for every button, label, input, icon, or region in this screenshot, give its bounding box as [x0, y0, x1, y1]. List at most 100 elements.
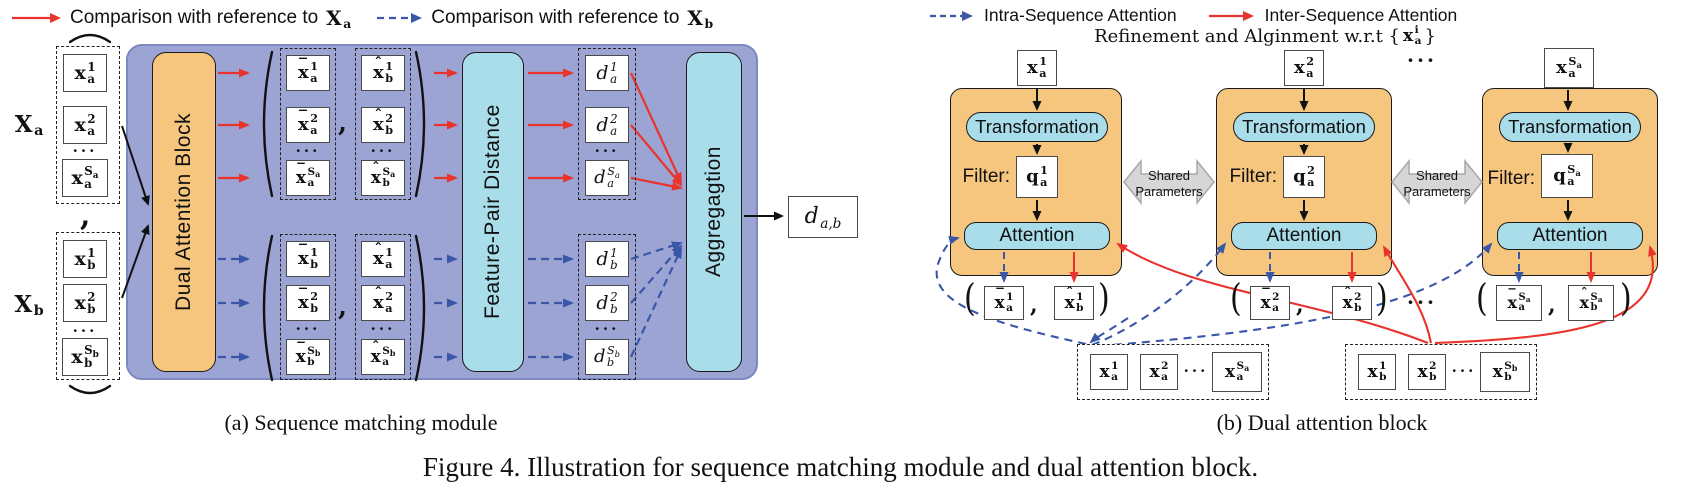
pair-output-arrows [999, 252, 1596, 283]
line2: Parameters [1403, 184, 1471, 200]
input-a-ellipsis: ··· [72, 141, 98, 160]
block2-filter-label: Filter: [1203, 166, 1278, 188]
block1-filter-label: Filter: [936, 166, 1011, 188]
distance-a-ellipsis: ··· [594, 142, 620, 160]
subtitle-suffix: } [1424, 25, 1436, 47]
line1: Shared [1148, 168, 1190, 183]
label: Attention [1266, 225, 1342, 246]
feature-pair-distance-label: Feature-Pair Distance [481, 104, 504, 320]
block3-transformation: Transformation [1499, 112, 1641, 142]
set-b-ellipsis: ··· [1451, 362, 1477, 380]
blue-dashed-arrow-icon [377, 12, 423, 23]
intra-sequence-curves [935, 235, 1493, 348]
pair-bottom-open-paren-icon [262, 234, 274, 382]
input-arrows [121, 125, 784, 299]
label: Transformation [1242, 116, 1366, 137]
pair3-close-paren: ) [1620, 276, 1632, 321]
distance-b-ellipsis: ··· [594, 320, 620, 338]
pair-bottom-close-paren-icon [414, 234, 426, 382]
comparison-b-arrows [218, 241, 683, 362]
red-arrow-icon [12, 12, 61, 23]
dual-attention-block: Dual Attention Block [152, 52, 216, 372]
label: Attention [999, 225, 1075, 246]
pair2-comma: , [1296, 292, 1304, 318]
pairs-ellipsis: ··· [1407, 290, 1437, 314]
block1-attention: Attention [964, 222, 1110, 250]
legend-a-blue-text: Comparison with reference to [431, 6, 680, 28]
label: Attention [1532, 225, 1608, 246]
legend-b-intra-text: Intra-Sequence Attention [984, 5, 1177, 25]
block2-attention: Attention [1231, 222, 1377, 250]
pair-top-left-ellipsis: ··· [295, 142, 321, 160]
pair2-open-paren: ( [1230, 276, 1242, 321]
pair-bottom-left-container [280, 234, 336, 380]
pair-top-left-container [280, 48, 336, 200]
block-internal-arrows [1032, 88, 1573, 221]
label: Filter: [1487, 168, 1536, 189]
shared-parameters-label-1: Shared Parameters [1124, 168, 1214, 201]
subtitle-prefix: Refinement and Alginment w.r.t { [1094, 25, 1401, 47]
label: Transformation [975, 116, 1099, 137]
shared-parameters-label-2: Shared Parameters [1392, 168, 1482, 201]
legend-b: Intra-Sequence Attention Inter-Sequence … [928, 5, 1457, 26]
pair-bottom-comma: , [338, 292, 348, 322]
pair3-comma: , [1548, 292, 1556, 318]
block3-filter-label: Filter: [1459, 168, 1536, 190]
pair3-open-paren: ( [1476, 276, 1488, 321]
feature-pair-distance-block: Feature-Pair Distance [462, 52, 524, 372]
sequence-comma: , [80, 198, 91, 233]
pair-bottom-right-container [355, 234, 411, 380]
distance-b-container [578, 234, 636, 380]
